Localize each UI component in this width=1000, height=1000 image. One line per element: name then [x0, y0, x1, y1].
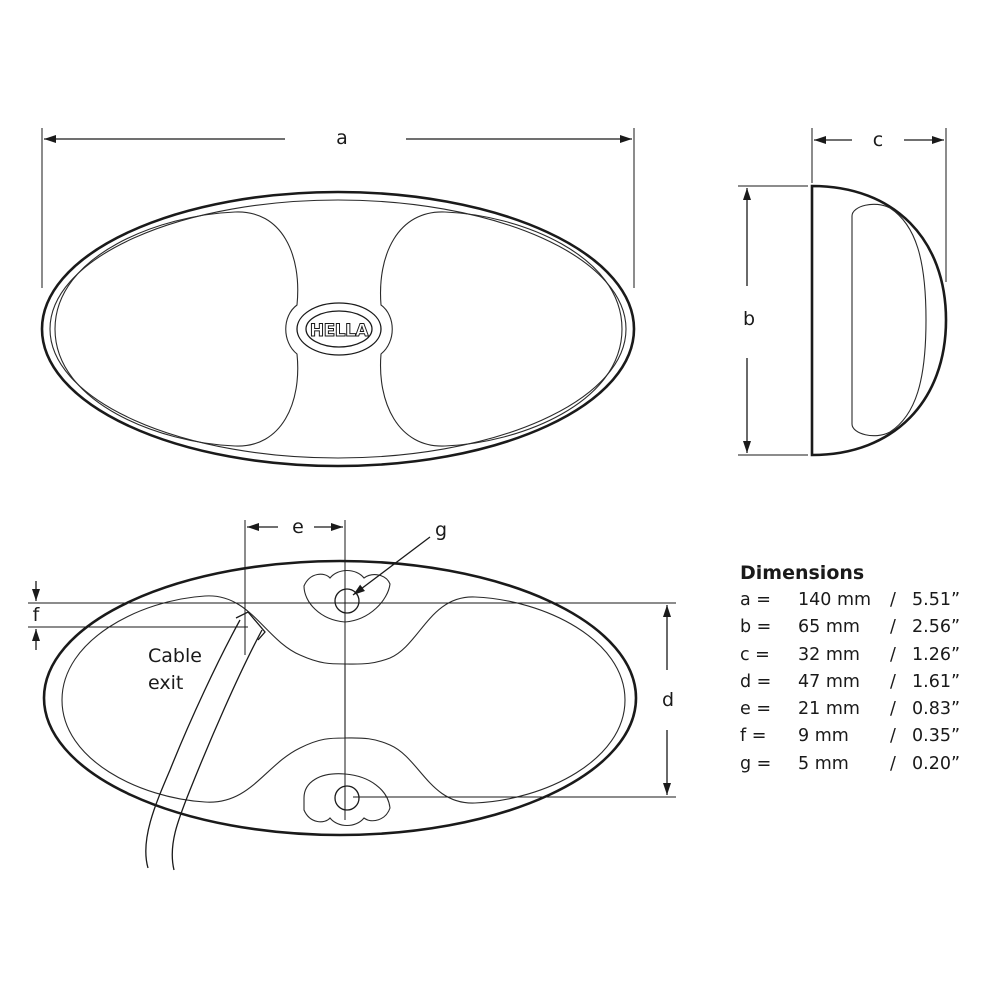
legend-inch: 0.20”: [912, 753, 961, 774]
front-housing-rim: [49, 199, 627, 459]
legend-separator: /: [890, 590, 896, 610]
legend-mm: 21 mm: [798, 699, 860, 720]
cable-exit-label-line2: exit: [148, 672, 183, 694]
legend-separator: /: [890, 726, 896, 747]
side-outer-profile: [810, 184, 948, 457]
legend-inch: 5.51”: [912, 590, 961, 610]
legend-separator: /: [890, 644, 896, 665]
cable-exit-label-line1: Cable: [148, 645, 202, 667]
legend-title: Dimensions: [740, 562, 865, 584]
legend-separator: /: [890, 753, 896, 774]
legend-separator: /: [890, 671, 896, 692]
dim-label-b: b: [743, 308, 755, 330]
legend-row: a = 140 mm / 5.51”: [740, 587, 990, 614]
legend-key: f =: [740, 726, 767, 747]
dim-label-c: c: [873, 129, 883, 151]
legend-inch: 0.35”: [912, 726, 961, 747]
cable-edge: [171, 629, 263, 871]
back-view: e g f d Cable exit: [28, 516, 676, 871]
legend-inch: 1.26”: [912, 644, 961, 665]
front-left-lens: [54, 211, 299, 447]
legend-mm: 47 mm: [798, 671, 860, 692]
legend-row: f = 9 mm / 0.35”: [740, 723, 990, 750]
front-right-lens: [379, 211, 623, 447]
legend-separator: /: [890, 617, 896, 638]
legend-inch: 0.83”: [912, 699, 961, 720]
cable: [145, 619, 241, 869]
side-lens-profile: [851, 203, 927, 437]
legend-key: g =: [740, 753, 772, 774]
bottom-mounting-hole: [334, 785, 360, 811]
logo-text: HELLA: [310, 321, 370, 341]
dim-label-f: f: [33, 604, 41, 626]
dimensions-legend: Dimensions a = 140 mm / 5.51” b = 65 mm …: [740, 559, 990, 778]
dim-label-g: g: [435, 519, 447, 541]
legend-row: g = 5 mm / 0.20”: [740, 751, 990, 778]
side-view: b c: [738, 128, 948, 457]
legend-row: d = 47 mm / 1.61”: [740, 669, 990, 696]
legend-row: b = 65 mm / 2.56”: [740, 614, 990, 641]
dim-g-leader: [352, 536, 431, 596]
legend-mm: 65 mm: [798, 617, 860, 638]
dim-label-e: e: [292, 516, 304, 538]
legend-key: c =: [740, 644, 770, 665]
top-mounting-boss: [303, 569, 391, 623]
legend-mm: 140 mm: [798, 590, 872, 610]
legend-row: e = 21 mm / 0.83”: [740, 696, 990, 723]
legend-key: a =: [740, 590, 771, 610]
legend-inch: 1.61”: [912, 671, 961, 692]
legend-row: c = 32 mm / 1.26”: [740, 642, 990, 669]
logo-oval-inner: [305, 310, 373, 348]
back-right-recess: [344, 596, 626, 804]
front-view: HELLA a: [40, 127, 636, 468]
legend-mm: 9 mm: [798, 726, 849, 747]
legend-inch: 2.56”: [912, 617, 961, 638]
legend-mm: 5 mm: [798, 753, 849, 774]
top-mounting-hole: [334, 588, 360, 614]
legend-mm: 32 mm: [798, 644, 860, 665]
cable-exit-mark: [235, 611, 266, 641]
legend-key: b =: [740, 617, 772, 638]
bottom-mounting-boss: [303, 773, 391, 827]
front-outer-housing: [40, 190, 636, 468]
back-outer-housing: [42, 559, 638, 837]
dim-label-a: a: [336, 127, 348, 149]
legend-separator: /: [890, 699, 896, 720]
legend-key: d =: [740, 671, 772, 692]
legend-key: e =: [740, 699, 771, 720]
dim-label-d: d: [662, 689, 674, 711]
logo-oval-outer: [296, 302, 382, 356]
